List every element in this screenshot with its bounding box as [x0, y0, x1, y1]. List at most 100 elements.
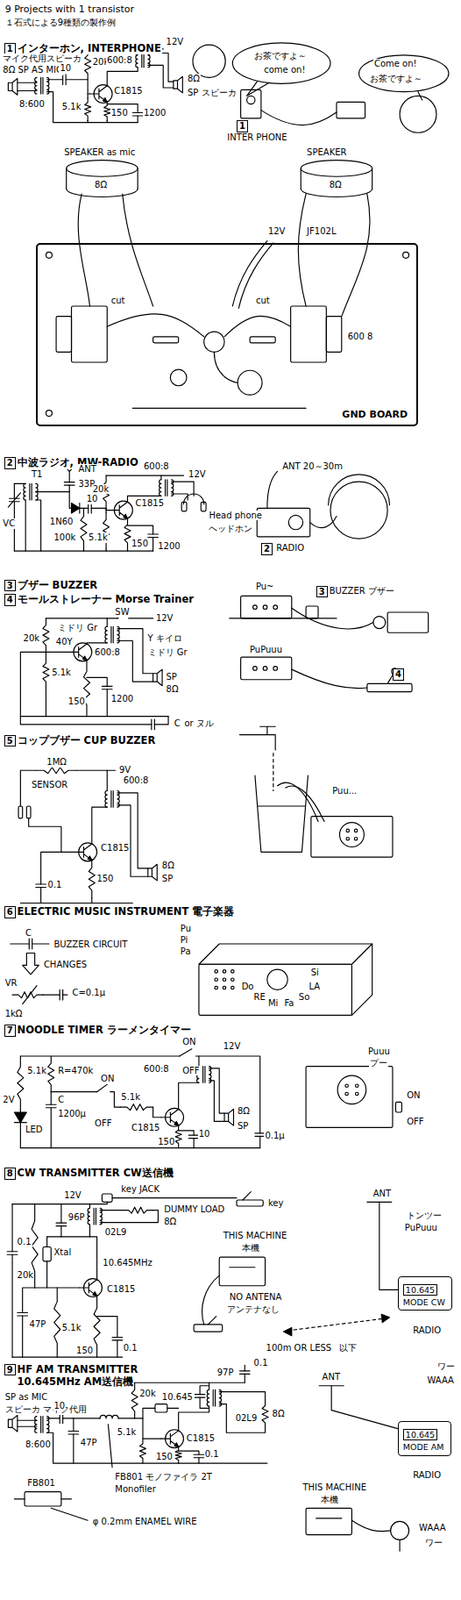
- wire: [35, 490, 70, 492]
- circle-shape: [237, 369, 263, 395]
- circle-shape: [390, 1519, 410, 1539]
- transistor-symbol: [110, 501, 128, 518]
- circle-shape: [253, 604, 258, 610]
- part-label: 9V: [118, 764, 132, 775]
- part-label: SP: [165, 671, 178, 682]
- wire: [132, 407, 306, 409]
- wire: [17, 90, 37, 92]
- wire: [87, 93, 89, 99]
- part-label: Pu: [179, 922, 192, 934]
- wire: [69, 470, 71, 482]
- part-label: 0.1μ: [263, 1129, 285, 1141]
- radio-box: 10.645MODE AM: [397, 1419, 452, 1455]
- part-label: 0.1: [47, 879, 64, 890]
- part-label: 20k: [92, 483, 111, 495]
- wire: [47, 92, 139, 123]
- wire: [72, 1417, 74, 1431]
- circle-shape: [288, 514, 303, 529]
- wire: [106, 507, 107, 512]
- callout-number: 4: [392, 667, 405, 681]
- wire: [160, 475, 162, 480]
- part-label: 47P: [79, 1436, 99, 1447]
- circle-shape: [273, 666, 278, 671]
- part-label: スピーカ マイク代用: [4, 1403, 88, 1414]
- part-label: 150: [130, 538, 149, 549]
- resistor-symbol: [54, 1286, 61, 1356]
- resistor-symbol: [88, 859, 95, 898]
- ellipse-shape: [66, 160, 138, 178]
- wire: [14, 1496, 25, 1498]
- wire: [137, 168, 139, 189]
- transistor-symbol: [87, 855, 93, 860]
- part-label: ON: [99, 1072, 115, 1084]
- speaker-symbol: [224, 1107, 234, 1125]
- part-label: 本機: [241, 1241, 261, 1253]
- wire: [45, 651, 70, 653]
- wire: [257, 804, 305, 806]
- sketch-line: [267, 470, 278, 508]
- part-label: LED: [24, 1123, 44, 1135]
- circle-shape: [354, 828, 357, 831]
- resistor-symbol: [42, 617, 50, 652]
- wire: [154, 716, 169, 724]
- wire: [45, 687, 47, 717]
- wire: [153, 1106, 162, 1117]
- part-label: 600:8: [122, 774, 150, 786]
- resistor-symbol: [80, 507, 87, 549]
- wire: [17, 1418, 37, 1420]
- circle-shape: [346, 836, 349, 839]
- rect-shape: [155, 1403, 168, 1412]
- part-label: 47P: [28, 1318, 48, 1329]
- part-label: 02L9: [104, 1226, 128, 1237]
- wire: [50, 1091, 52, 1105]
- part-label: 8Ω: [93, 179, 108, 191]
- speaker-symbol: [7, 78, 17, 96]
- wire: [65, 168, 67, 189]
- rect-shape: [198, 963, 352, 1015]
- part-label: 10.645: [161, 1390, 194, 1402]
- part-label: 5.1k: [61, 1321, 83, 1333]
- filled-shape: [14, 1111, 27, 1122]
- sketch-line: [261, 110, 337, 126]
- part-label: PuPuuu: [248, 644, 284, 655]
- circle-shape: [345, 1091, 348, 1094]
- sketch-line: [310, 516, 337, 528]
- wire: [106, 67, 138, 86]
- part-label: BUZZER ブザー: [328, 585, 396, 596]
- callout-number: 5: [4, 734, 16, 747]
- part-label: OFF: [405, 1115, 425, 1127]
- wire: [10, 942, 30, 944]
- part-label: Pu~: [255, 581, 276, 592]
- wire: [137, 115, 139, 123]
- part-label: C: [24, 927, 33, 938]
- node-text: 10.645: [403, 1283, 438, 1295]
- part-label: CHANGES: [42, 958, 88, 970]
- circle-shape: [345, 1083, 348, 1086]
- rect-shape: [153, 336, 179, 343]
- rect-shape: [395, 1100, 402, 1112]
- part-label: 600:8: [106, 55, 134, 66]
- part-label: 1200: [156, 540, 181, 552]
- wire: [178, 1081, 199, 1108]
- wire: [28, 817, 75, 852]
- part-label: C1815: [185, 1432, 216, 1443]
- rect-shape: [181, 501, 187, 511]
- transistor-symbol: [89, 85, 107, 103]
- wire: [127, 524, 154, 534]
- callout-number: 2: [261, 542, 273, 555]
- transistor-symbol: [82, 655, 87, 660]
- wire: [32, 942, 50, 944]
- wire: [22, 985, 37, 1004]
- callout-number: 3: [316, 585, 328, 598]
- wire: [134, 1381, 246, 1383]
- wire: [17, 1425, 37, 1426]
- wire: [46, 1235, 48, 1247]
- circle-shape: [262, 666, 268, 671]
- part-label: RADIO: [275, 542, 305, 554]
- part-label: 12V: [267, 226, 287, 237]
- part-label: トンツー: [405, 1209, 443, 1220]
- circle-shape: [247, 95, 256, 104]
- wire: [242, 1191, 251, 1199]
